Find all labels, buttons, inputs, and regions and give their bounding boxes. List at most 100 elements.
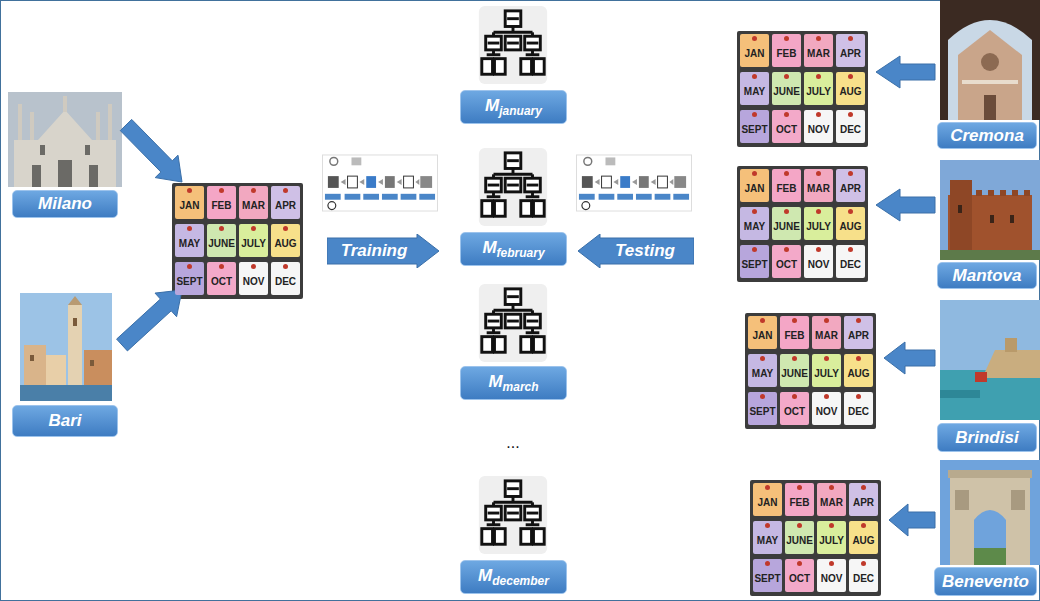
node-label: M [478,566,492,585]
pin-dot [824,394,829,399]
model-label: Mjanuary [460,90,567,124]
month-label: MAY [179,238,200,249]
pin-dot [797,523,802,528]
pin-dot [816,112,821,117]
pin-dot [792,394,797,399]
text-wrap: Mantova [953,266,1022,286]
month-note: APR [849,483,878,516]
month-label: JAN [179,200,199,211]
pin-dot [797,485,802,490]
calendar-board [745,313,876,429]
node-label: M [485,96,499,115]
month-note: MAR [239,186,268,219]
pin-dot [848,74,853,79]
block-arrow [884,342,935,374]
month-note: JULY [812,354,841,387]
city-label: Brindisi [937,423,1037,452]
month-label: SEPT [749,406,775,417]
month-label: FEB [785,330,805,341]
month-note: JAN [175,186,204,219]
training-arrow: Training [327,234,439,268]
month-note: FEB [207,186,236,219]
month-note: FEB [780,316,809,349]
month-label: MAR [815,330,838,341]
pin-dot [829,523,834,528]
month-label: JAN [744,48,764,59]
month-label: DEC [275,276,296,287]
block-arrow [876,56,935,88]
month-note: AUG [271,224,300,257]
text-wrap: Mjanuary [485,96,542,118]
month-note: FEB [772,34,801,67]
month-label: FEB [212,200,232,211]
month-label: NOV [816,406,838,417]
pin-dot [251,226,256,231]
month-label: APR [848,330,869,341]
pin-dot [848,112,853,117]
month-label: FEB [777,48,797,59]
pin-dot [824,318,829,323]
month-note: MAY [753,521,782,554]
pin-dot [856,356,861,361]
pin-dot [283,188,288,193]
month-note: AUG [849,521,878,554]
block-arrow [117,290,182,351]
calendar-board [737,166,868,282]
month-label: SEPT [741,124,767,135]
text-wrap: Milano [38,194,92,214]
month-label: DEC [840,259,861,270]
text-wrap: Testing [615,241,675,261]
pin-dot [797,561,802,566]
model-label: Mfebruary [460,232,567,266]
month-note: APR [836,34,865,67]
month-label: OCT [784,406,805,417]
city-label: Cremona [937,122,1037,149]
node-label: Bari [48,411,81,430]
pin-dot [187,264,192,269]
month-label: APR [275,200,296,211]
tree-icon [479,476,547,554]
node-label: M [488,372,502,391]
pin-dot [219,188,224,193]
month-note: OCT [772,245,801,278]
pin-dot [848,171,853,176]
month-note: AUG [836,207,865,240]
pin-dot [251,188,256,193]
month-note: MAY [748,354,777,387]
month-note: DEC [271,262,300,295]
month-note: SEPT [740,110,769,143]
calendar-board [737,31,868,147]
pin-dot [219,264,224,269]
month-label: SEPT [741,259,767,270]
text-wrap: Mfebruary [482,238,544,260]
model-label: Mmarch [460,366,567,400]
block-arrow [889,504,935,536]
month-label: OCT [211,276,232,287]
month-label: AUG [839,221,861,232]
calendar-board [172,183,303,299]
subscript-text: december [492,574,549,588]
month-label: MAY [744,86,765,97]
milano-photo [8,92,122,187]
node-label: Milano [38,194,92,213]
month-label: NOV [808,259,830,270]
pin-dot [752,74,757,79]
pin-dot [856,318,861,323]
month-note: SEPT [175,262,204,295]
node-label: M [482,238,496,257]
pin-dot [816,36,821,41]
month-note: OCT [772,110,801,143]
month-label: NOV [243,276,265,287]
pin-dot [816,209,821,214]
pin-dot [752,36,757,41]
node-label: Mantova [953,266,1022,285]
month-note: JULY [239,224,268,257]
node-label: Benevento [942,572,1029,591]
testing-arrow: Testing [578,234,694,268]
month-note: AUG [844,354,873,387]
pin-dot [861,485,866,490]
month-label: FEB [777,183,797,194]
month-label: AUG [839,86,861,97]
month-label: JAN [744,183,764,194]
